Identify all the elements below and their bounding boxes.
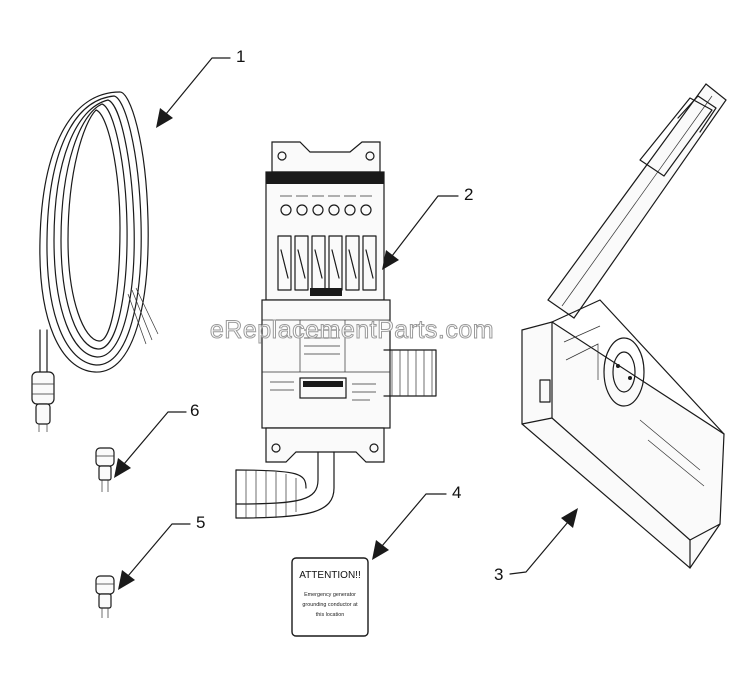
callout-6: 6: [190, 401, 199, 420]
callout-numbers: 1 2 3 4 5 6: [190, 47, 503, 584]
small-connector-5: [95, 575, 115, 618]
bottom-flex-conduit: [235, 451, 335, 519]
callout-3: 3: [494, 565, 503, 584]
label-line-3: this location: [316, 612, 344, 618]
callout-2: 2: [464, 185, 473, 204]
callout-5: 5: [196, 513, 205, 532]
callout-leaders: [114, 57, 578, 590]
side-flex-conduit: [383, 349, 437, 397]
small-connector-6: [95, 447, 115, 492]
attention-label: ATTENTION!! Emergency generator groundin…: [291, 557, 369, 637]
callout-1: 1: [236, 47, 245, 66]
watermark-text: eReplacementParts.com: [210, 316, 494, 344]
meter-row: [280, 195, 372, 216]
label-title: ATTENTION!!: [299, 570, 360, 581]
switch-row: [277, 235, 377, 296]
label-line-1: Emergency generator: [304, 592, 356, 598]
coiled-power-cord: [31, 91, 159, 432]
inlet-enclosure-box: [521, 83, 727, 569]
transfer-switch-panel: [235, 141, 437, 519]
label-line-2: grounding conductor at: [302, 602, 358, 608]
callout-4: 4: [452, 483, 461, 502]
